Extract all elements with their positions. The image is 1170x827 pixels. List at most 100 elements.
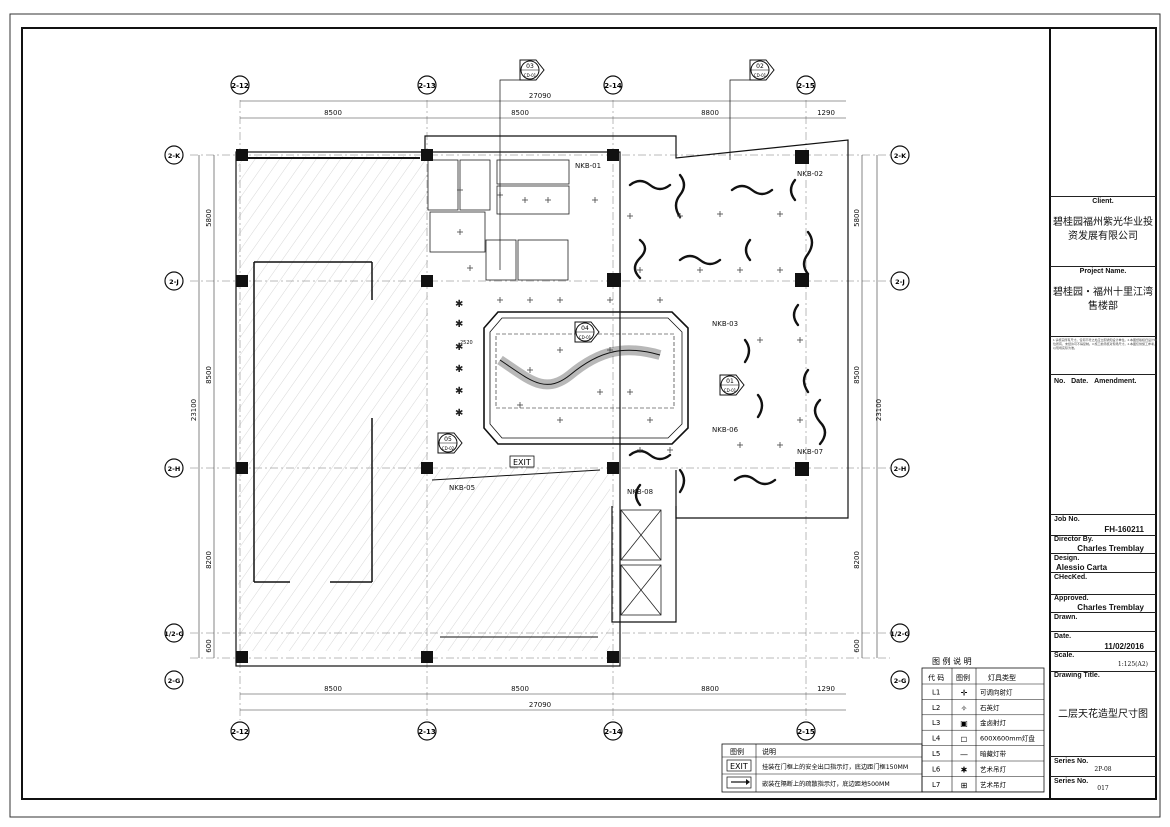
svg-text:2-14: 2-14	[604, 82, 622, 90]
svg-text:2-J: 2-J	[895, 278, 905, 286]
svg-text:02: 02	[756, 63, 764, 70]
job-no: FH-160211	[1104, 525, 1144, 534]
dim-bottom-seg: 1290	[817, 685, 835, 693]
dim-left-seg: 600	[205, 639, 213, 652]
svg-text:CD-01: CD-01	[524, 73, 537, 78]
design-label: Design.	[1054, 555, 1080, 562]
scale-label: Scale.	[1054, 652, 1075, 659]
exit-sign-label: EXIT	[513, 458, 531, 467]
legend-symbol-icon: ◻	[961, 735, 968, 744]
downlight	[777, 267, 783, 273]
dim-left-seg: 5800	[205, 209, 213, 227]
series2-label: Series No.	[1054, 778, 1089, 785]
date: 11/02/2016	[1104, 642, 1144, 651]
downlight	[697, 267, 703, 273]
legend-symbol-icon: ✛	[961, 688, 968, 697]
dim-top-total: 27090	[529, 92, 551, 100]
grid-bubble-row: 2-H	[164, 458, 184, 478]
svg-text:2-14: 2-14	[604, 728, 622, 736]
legend-symbol-icon: —	[960, 750, 968, 759]
grid-bubble-col: 2-13	[417, 721, 437, 741]
callout-label: NKB-02	[797, 170, 823, 178]
client-name: 碧桂园福州紫光华业投资发展有限公司	[1053, 217, 1153, 242]
legend-code: L6	[932, 765, 941, 773]
date-label: Date.	[1054, 633, 1072, 640]
svg-text:01: 01	[726, 378, 734, 385]
downlight	[667, 447, 673, 453]
svg-text:2-K: 2-K	[894, 152, 907, 160]
svg-text:2-12: 2-12	[231, 82, 249, 90]
svg-text:2-J: 2-J	[169, 278, 179, 286]
structural-columns	[236, 149, 809, 663]
legend-code: L4	[932, 735, 941, 743]
downlight	[777, 442, 783, 448]
svg-text:2-15: 2-15	[797, 82, 815, 90]
series-label: Series No.	[1054, 758, 1089, 765]
svg-text:2-H: 2-H	[894, 465, 907, 473]
legend-desc: 可调向射灯	[980, 687, 1013, 696]
svg-text:2-H: 2-H	[168, 465, 181, 473]
legend-symbol-icon: ✧	[961, 704, 968, 713]
dim-top-seg: 8500	[324, 109, 342, 117]
svg-text:CD-01: CD-01	[579, 335, 592, 340]
downlight	[637, 267, 643, 273]
dimension-lines	[198, 100, 878, 711]
legend-desc: 金卤射灯	[980, 718, 1007, 727]
callout-label: NKB-06	[712, 426, 739, 434]
grid-bubble-row: 1/2-G	[164, 623, 184, 643]
downlight	[527, 297, 533, 303]
downlight	[527, 367, 533, 373]
dim-right-seg: 5800	[853, 209, 861, 227]
notes-row-2: 嵌装在隔断上的疏散指示灯，底边距地500MM	[762, 780, 890, 788]
legend-code: L1	[932, 688, 940, 696]
legend-header-symbol: 图例	[956, 673, 970, 682]
downlight	[717, 211, 723, 217]
legend-desc: 艺术吊灯	[980, 764, 1007, 773]
svg-text:✱: ✱	[455, 342, 463, 353]
notes-row-1: 挂装在门框上的安全出口指示灯，底边距门框150MM	[762, 763, 908, 771]
svg-text:03: 03	[526, 63, 534, 70]
downlight	[797, 417, 803, 423]
title-block: Client. 碧桂园福州紫光华业投资发展有限公司 Project Name. …	[1050, 28, 1157, 799]
svg-text:2-13: 2-13	[418, 728, 436, 736]
downlight	[597, 389, 603, 395]
downlight	[497, 297, 503, 303]
dim-top-seg: 8800	[701, 109, 719, 117]
svg-text:1/2-G: 1/2-G	[890, 630, 909, 638]
notes-header-desc: 说明	[762, 747, 776, 756]
dim-left-total: 23100	[190, 399, 198, 421]
legend-desc: 艺术吊灯	[980, 780, 1007, 789]
grid-bubble-col: 2-15	[796, 75, 816, 95]
grid-bubble-row: 1/2-G	[890, 623, 910, 643]
dim-top-seg: 1290	[817, 109, 835, 117]
central-atrium	[483, 311, 689, 445]
director-label: Director By.	[1054, 536, 1094, 543]
svg-text:2-13: 2-13	[418, 82, 436, 90]
downlight	[797, 337, 803, 343]
downlight	[647, 417, 653, 423]
general-notes: 1.请核实所有尺寸。任何不符之处应立即通知设计单位。2.本图纸版权归设计单位所有…	[1053, 338, 1158, 350]
dim-top-seg: 8500	[511, 109, 529, 117]
star-lights: ✱✱✱ ✱✱✱	[455, 299, 463, 419]
grid-bubble-row: 2-J	[890, 271, 910, 291]
project-name: 碧桂园・福州十里江湾售楼部	[1053, 287, 1153, 312]
sheet-outer-border	[9, 13, 1161, 818]
grid-bubble-row: 2-J	[164, 271, 184, 291]
legend-code: L3	[932, 719, 940, 727]
svg-text:2-12: 2-12	[231, 728, 249, 736]
downlights	[457, 187, 803, 453]
svg-text:✱: ✱	[455, 386, 463, 397]
legend-header-type: 灯具类型	[988, 673, 1016, 682]
grid-bubble-col: 2-14	[603, 75, 623, 95]
legend-header-code: 代 码	[928, 673, 944, 682]
downlight	[557, 347, 563, 353]
downlight	[517, 402, 523, 408]
svg-text:CD-02: CD-02	[442, 446, 455, 451]
svg-text:05: 05	[444, 436, 452, 443]
downlight	[657, 297, 663, 303]
dim-bottom-total: 27090	[529, 701, 551, 709]
grid-bubble-row: 2-G	[890, 670, 910, 690]
